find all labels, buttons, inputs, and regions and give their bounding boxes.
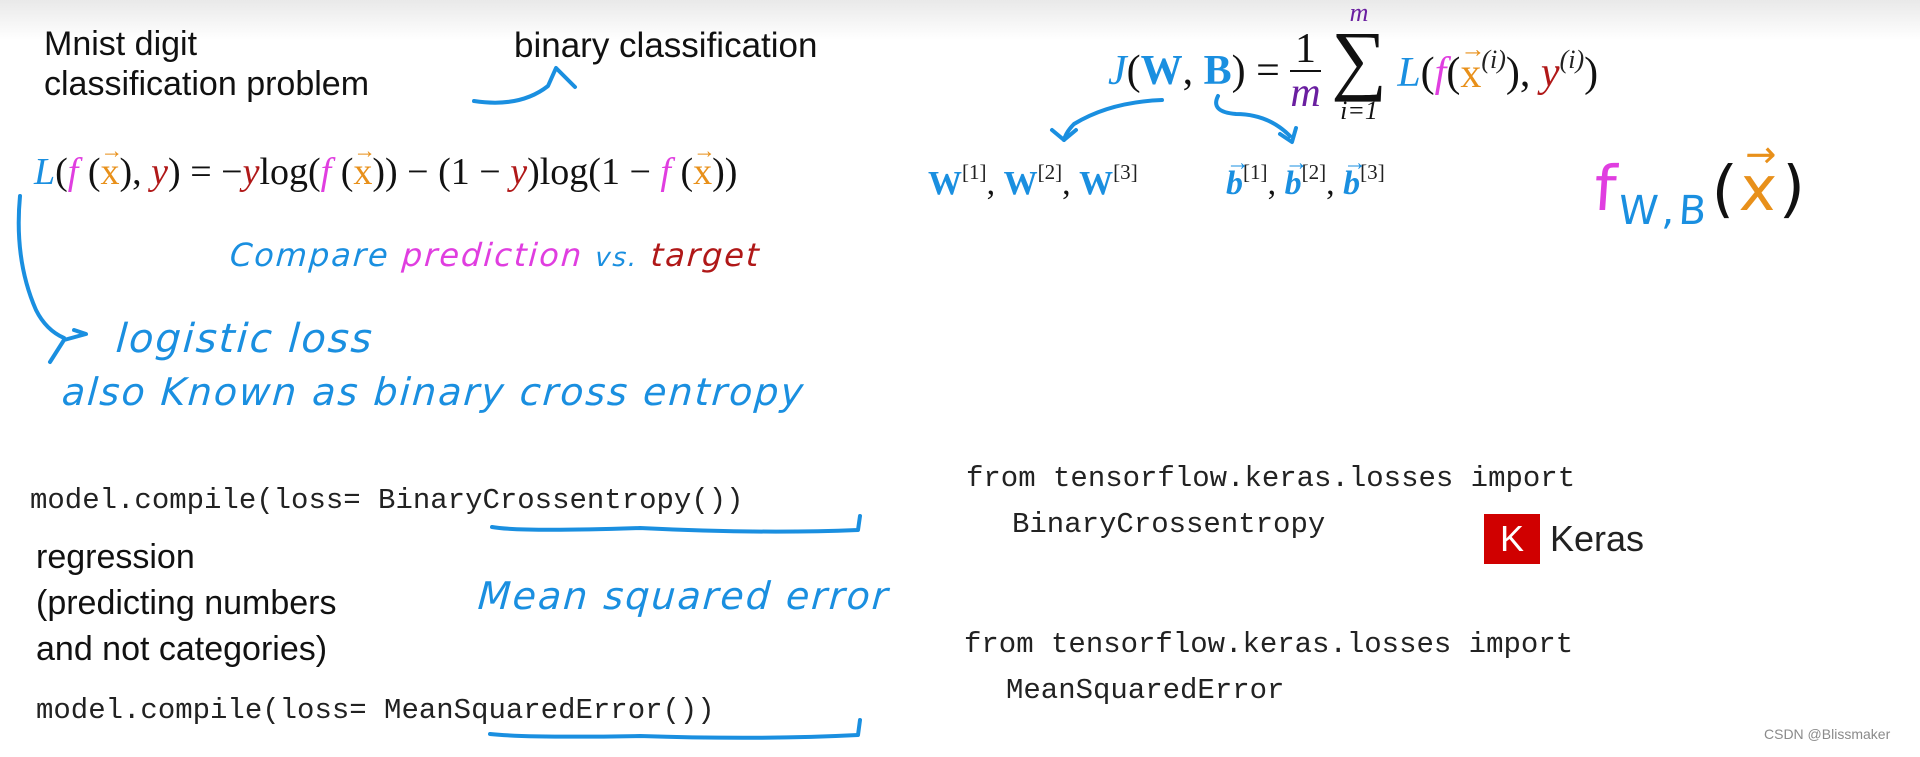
x-vector: x [101, 151, 120, 193]
separator: , [1062, 164, 1080, 202]
cost-formula: J(W, B) = 1 m m ∑ i=1 L(f(x(i)), y(i)) [1108, 0, 1598, 124]
binary-cross-entropy-annotation: also Known as binary cross entropy [60, 370, 807, 414]
f-symbol: f [320, 151, 332, 193]
log-open-2: )log(1 − [527, 151, 661, 193]
separator: , [986, 164, 1004, 202]
equals: ) = − [168, 151, 243, 193]
import-mse-line-1: from tensorflow.keras.losses import [964, 628, 1574, 661]
weights-list: W[1], W[2], W[3] [928, 160, 1138, 203]
paren: ( [1126, 48, 1141, 94]
paren: ) [1584, 50, 1599, 97]
w-symbol: W [928, 164, 962, 202]
paren: ( [680, 151, 694, 193]
fraction-numerator: 1 [1290, 28, 1321, 72]
x-vector: x [693, 151, 712, 193]
layer-index: [3] [1113, 160, 1138, 184]
import-bce-line-1: from tensorflow.keras.losses import [966, 462, 1576, 495]
b-matrix: B [1203, 48, 1232, 94]
regression-line-1: regression [36, 538, 195, 576]
paren: ( [340, 151, 354, 193]
layer-index: [2] [1037, 160, 1063, 184]
fraction-denominator: m [1290, 70, 1321, 116]
summation: m ∑ i=1 [1331, 0, 1387, 124]
y-symbol: y [151, 151, 169, 193]
sum-upper-limit: m [1349, 0, 1369, 27]
arrow-to-logistic-icon [16, 194, 88, 364]
paren: ( [87, 151, 101, 193]
problem-line-1: Mnist digit [44, 25, 198, 63]
top-shadow [0, 0, 1920, 40]
x-vector: x [1460, 51, 1481, 97]
vs-word: vs. [594, 243, 640, 273]
b-vector: b [1343, 150, 1360, 203]
keras-logo-icon: K [1484, 514, 1540, 564]
x-vector: x [353, 151, 372, 193]
loss-symbol: L [1397, 50, 1421, 97]
subscript-wb: W,B [1616, 188, 1712, 234]
superscript-i: (i) [1559, 45, 1585, 75]
close-parens: )) [712, 151, 738, 193]
sigma-icon: ∑ [1331, 15, 1387, 102]
watermark: CSDN @Blissmaker [1764, 726, 1891, 742]
sum-lower-limit: i=1 [1340, 96, 1378, 125]
f-symbol: f [660, 151, 671, 193]
w-matrix: W [1140, 48, 1183, 94]
regression-line-3: and not categories) [36, 630, 328, 668]
y-symbol: y [1540, 50, 1560, 97]
biases-list: b[1], b[2], b[3] [1226, 150, 1385, 203]
compare-annotation: Compare prediction vs. target [229, 236, 762, 274]
logistic-loss-annotation: logistic loss [114, 316, 376, 362]
y-symbol: y [242, 151, 260, 193]
loss-symbol: L [34, 151, 56, 193]
compile-mse-code: model.compile(loss= MeanSquaredError()) [36, 694, 715, 727]
paren: ( [55, 151, 68, 193]
problem-line-2: classification problem [44, 65, 370, 103]
mid-terms: )) − (1 − [372, 151, 511, 193]
b-vector: b [1285, 150, 1302, 203]
model-function: fW,B(x) [1591, 152, 1812, 234]
problem-title: Mnist digit classification problem [44, 24, 369, 104]
target-word: target [649, 236, 763, 274]
paren: ( [1446, 50, 1461, 97]
import-mse-line-2: MeanSquaredError [1006, 674, 1285, 707]
w-symbol: W [1079, 164, 1114, 202]
log-open: log( [259, 151, 321, 193]
paren: ), [119, 151, 142, 193]
paren: ) [1778, 152, 1812, 225]
loss-formula: L(f (x), y) = −ylog(f (x)) − (1 − y)log(… [34, 150, 737, 194]
b-vector: b [1226, 150, 1243, 203]
arrow-to-binary-icon [472, 66, 577, 105]
regression-description: regression (predicting numbers and not c… [36, 534, 336, 672]
f-symbol: f [67, 151, 79, 193]
equals: ) = [1231, 48, 1280, 94]
regression-line-2: (predicting numbers [36, 584, 337, 622]
mse-annotation: Mean squared error [476, 574, 892, 618]
y-symbol: y [510, 151, 528, 193]
prediction-word: prediction [400, 236, 585, 274]
paren-comma: ), [1505, 50, 1541, 97]
keras-name: Keras [1550, 518, 1645, 559]
j-symbol: J [1108, 48, 1127, 94]
fraction: 1 m [1290, 28, 1321, 116]
paren: ( [1420, 50, 1435, 97]
comma: , [1182, 48, 1204, 94]
underline-bce-icon [490, 514, 862, 534]
compile-bce-code: model.compile(loss= BinaryCrossentropy()… [30, 484, 744, 517]
separator: , [1267, 164, 1285, 202]
binary-classification-label: binary classification [514, 26, 818, 65]
compare-word: Compare [228, 236, 392, 274]
f-symbol: f [1434, 50, 1447, 97]
import-bce-line-2: BinaryCrossentropy [1012, 508, 1326, 541]
x-vector: x [1738, 152, 1784, 225]
separator: , [1326, 164, 1344, 202]
layer-index: [1] [962, 160, 987, 184]
w-symbol: W [1003, 164, 1038, 202]
